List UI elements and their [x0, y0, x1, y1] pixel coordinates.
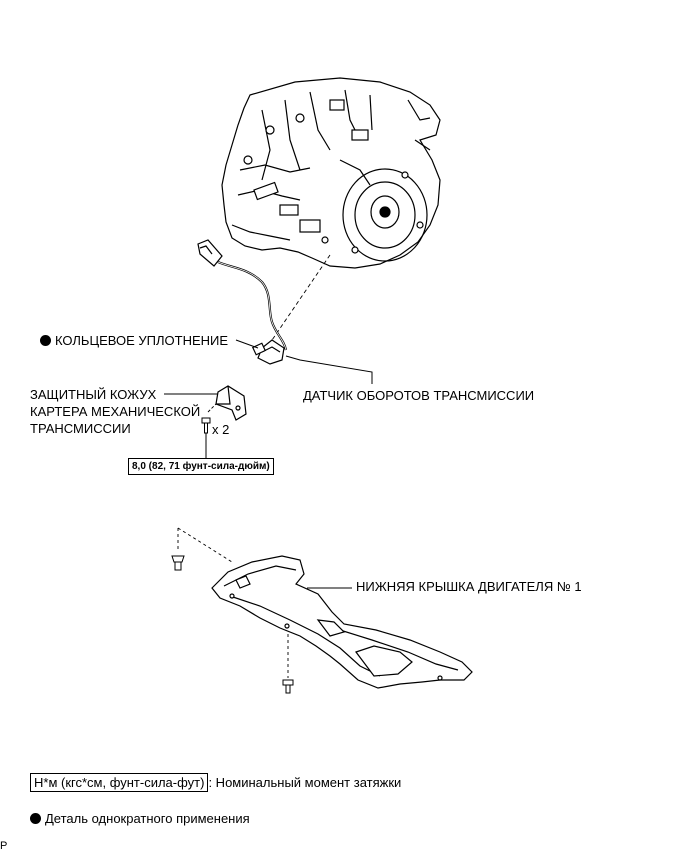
- engine-under-cover: [211, 555, 473, 689]
- case-guard: [215, 385, 247, 421]
- case-guard-line3: ТРАНСМИССИИ: [30, 421, 131, 436]
- cover-bolt-icon: [282, 679, 294, 694]
- cover-clip-icon: [171, 555, 185, 571]
- guard-bolt-icon: [201, 417, 211, 434]
- case-guard-line1: ЗАЩИТНЫЙ КОЖУХ: [30, 387, 157, 402]
- footer-code: P: [0, 840, 8, 852]
- bolt-quantity: x 2: [212, 422, 230, 437]
- speed-sensor-label: ДАТЧИК ОБОРОТОВ ТРАНСМИССИИ: [303, 388, 535, 403]
- guide-line-sensor: [267, 254, 331, 347]
- transmission-assembly: [221, 77, 441, 269]
- speed-sensor-harness: [197, 239, 288, 365]
- case-guard-label: ЗАЩИТНЫЙ КОЖУХ КАРТЕРА МЕХАНИЧЕСКОЙ ТРАН…: [30, 386, 200, 437]
- legend-non-reusable-text: Деталь однократного применения: [45, 811, 250, 826]
- legend-torque-unit: Н*м (кгс*см, фунт-сила-фут): [30, 773, 209, 792]
- legend-torque: Н*м (кгс*см, фунт-сила-фут): Номинальный…: [30, 773, 402, 792]
- legend-non-reusable: Деталь однократного применения: [30, 810, 250, 827]
- non-reusable-part-icon: [40, 335, 51, 346]
- leader-lines: [164, 339, 373, 589]
- torque-spec: 8,0 (82, 71 фунт-сила-дюйм): [128, 458, 274, 475]
- legend-torque-desc: : Номинальный момент затяжки: [208, 775, 402, 790]
- engine-cover-label: НИЖНЯЯ КРЫШКА ДВИГАТЕЛЯ № 1: [356, 579, 582, 594]
- legend-dot-icon: [30, 813, 41, 824]
- o-ring-label: КОЛЬЦЕВОЕ УПЛОТНЕНИЕ: [40, 332, 228, 349]
- o-ring-text: КОЛЬЦЕВОЕ УПЛОТНЕНИЕ: [55, 333, 229, 348]
- case-guard-line2: КАРТЕРА МЕХАНИЧЕСКОЙ: [30, 404, 201, 419]
